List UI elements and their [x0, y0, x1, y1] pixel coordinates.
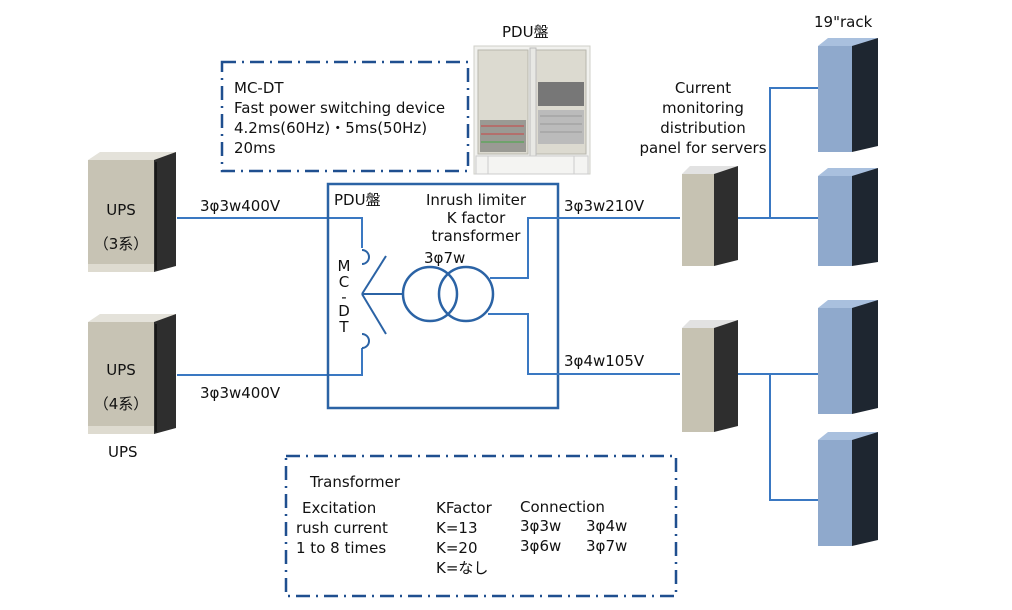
rack-3 [818, 300, 878, 414]
excitation-line: Excitation [302, 499, 377, 517]
pdu-box [326, 182, 560, 410]
excitation-line: 1 to 8 times [296, 539, 387, 557]
connection-item: 3φ6w [520, 537, 562, 555]
kfactor-line: K=20 [436, 539, 478, 557]
out-lower-voltage-label: 3φ4w105V [564, 352, 645, 370]
transformer-note-border [284, 454, 678, 598]
distribution-panel-label-line: panel for servers [639, 139, 767, 157]
pdu-photo [473, 45, 591, 175]
switch-label-char: M [337, 257, 351, 275]
excitation-line: rush current [296, 519, 388, 537]
switch-label-char: - [341, 288, 347, 306]
contact-lower [361, 333, 370, 349]
ups-4-name: UPS [106, 361, 136, 379]
contact-upper [361, 249, 370, 265]
mcdt-switch-symbol [361, 249, 403, 349]
transformer-symbol [401, 265, 495, 323]
out-lower-wire [488, 313, 680, 375]
transformer-note-title: Transformer [310, 473, 401, 491]
ups4-voltage-label: 3φ3w400V [200, 384, 281, 402]
ups-4-cabinet [88, 314, 176, 434]
ups-3-name: UPS [106, 201, 136, 219]
mcdt-note-line: 4.2ms(60Hz)・5ms(50Hz) [234, 119, 428, 137]
ups-4-system: （4系） [93, 395, 149, 413]
kfactor-line: KFactor [436, 499, 492, 517]
rack-1 [818, 38, 878, 152]
rack-2 [818, 168, 878, 266]
connection-title: Connection [520, 498, 605, 516]
ups-3-system: （3系） [93, 235, 149, 253]
rack-wires [738, 87, 818, 501]
transformer-title-line: Inrush limiter [425, 191, 527, 209]
wires [177, 217, 363, 376]
ups-3-cabinet [88, 152, 176, 272]
switch-label-char: C [338, 273, 350, 291]
pdu-box-label: PDU盤 [334, 191, 381, 209]
transformer-title-line: K factor [446, 209, 506, 227]
kfactor-line: K=なし [436, 559, 489, 577]
pdu-photo-label: PDU盤 [502, 23, 549, 41]
distribution-panel-label-line: Current [674, 79, 732, 97]
ups3-voltage-label: 3φ3w400V [200, 197, 281, 215]
distribution-panel-label-line: monitoring [662, 99, 744, 117]
switch-label-char: D [338, 302, 350, 320]
connection-item: 3φ4w [586, 517, 628, 535]
mcdt-note-line: 20ms [234, 139, 276, 157]
mcdt-note-border [220, 60, 470, 173]
transformer-type-label: 3φ7w [424, 249, 466, 267]
kfactor-line: K=13 [436, 519, 478, 537]
ups4-feed-wire [177, 348, 363, 376]
switch-label-char: T [339, 318, 349, 336]
rack-label: 19"rack [814, 13, 873, 31]
mcdt-note-line: Fast power switching device [234, 99, 446, 117]
ups3-feed-wire [177, 217, 363, 248]
mcdt-note-line: MC-DT [234, 79, 284, 97]
distribution-panel-lower [682, 320, 738, 432]
ups-caption: UPS [108, 443, 138, 461]
distribution-panel-upper [682, 166, 738, 266]
rack-4 [818, 432, 878, 546]
out-upper-voltage-label: 3φ3w210V [564, 197, 645, 215]
connection-item: 3φ7w [586, 537, 628, 555]
transformer-title-line: transformer [431, 227, 521, 245]
out-upper-wire [490, 217, 680, 279]
connection-item: 3φ3w [520, 517, 562, 535]
distribution-panel-label-line: distribution [660, 119, 746, 137]
